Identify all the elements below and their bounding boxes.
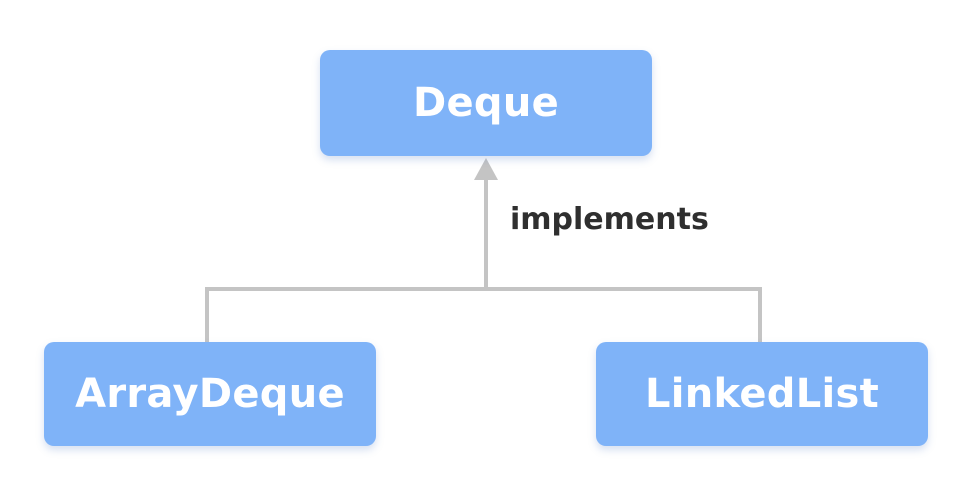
arraydeque-label: ArrayDeque xyxy=(75,371,345,417)
deque-interface-box: Deque xyxy=(320,50,652,156)
arrowhead-icon xyxy=(474,158,498,180)
linkedlist-class-box: LinkedList xyxy=(596,342,928,446)
deque-label: Deque xyxy=(412,80,560,126)
arraydeque-class-box: ArrayDeque xyxy=(44,342,376,446)
connector-branch-line xyxy=(205,287,762,342)
implements-label: implements xyxy=(510,202,709,237)
linkedlist-label: LinkedList xyxy=(644,371,880,417)
